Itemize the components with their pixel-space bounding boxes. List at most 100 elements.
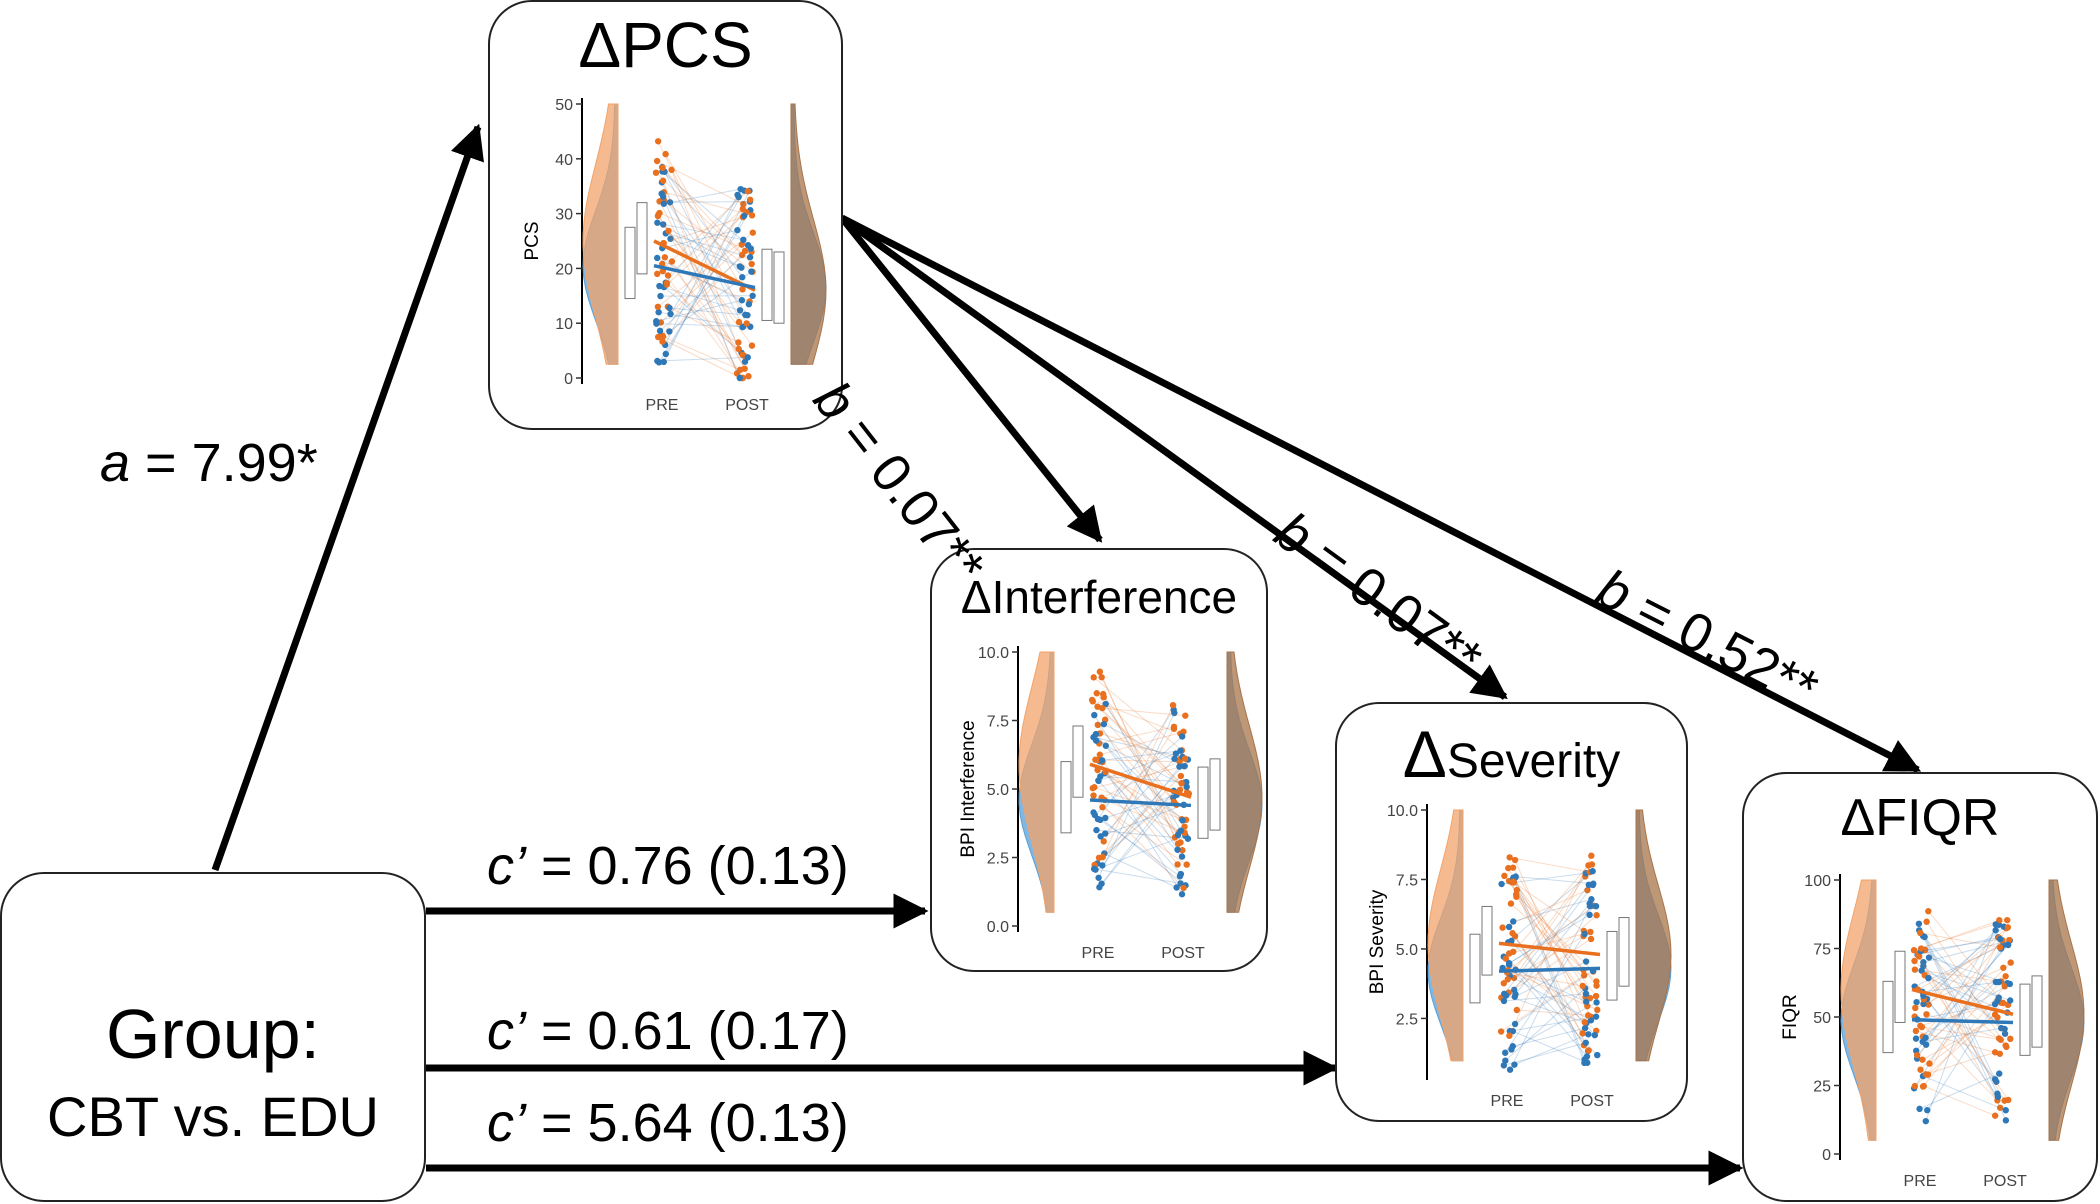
pair-line (1920, 938, 2001, 952)
point-pre (1513, 886, 1521, 894)
point-pre (1512, 873, 1519, 880)
point-pre (1089, 698, 1097, 705)
pair-line (1094, 782, 1185, 866)
pair-line (1099, 797, 1174, 888)
point-pre (1505, 959, 1513, 967)
pair-line (1922, 1027, 2002, 1043)
point-pre (1094, 721, 1101, 729)
pair-line (1923, 926, 2009, 1000)
box-post-edu (1197, 766, 1209, 839)
point-pre (1090, 865, 1098, 873)
point-pre (1090, 674, 1097, 681)
pair-line (1926, 998, 1999, 1098)
pair-line (657, 215, 753, 346)
x-tick-label: POST (1570, 1093, 1614, 1110)
pair-line (1509, 931, 1591, 954)
pair-line (1917, 939, 2010, 990)
point-post (1594, 1051, 1601, 1059)
mean-line-edu (1498, 966, 1601, 973)
point-pre (1913, 1051, 1921, 1059)
point-post (1998, 1024, 2005, 1032)
point-post (2003, 1043, 2010, 1051)
pair-line (661, 166, 743, 278)
pair-line (1097, 724, 1185, 828)
pair-line (663, 286, 742, 354)
point-post (1582, 990, 1590, 998)
pair-line (1103, 728, 1175, 842)
point-post (1592, 1013, 1600, 1020)
pair-line (1509, 975, 1592, 1021)
path-a-label: a = 7.99* (100, 433, 318, 493)
pair-line (662, 167, 753, 265)
point-pre (668, 166, 675, 174)
pair-line (661, 182, 746, 362)
pair-line (1922, 1016, 1998, 1061)
point-post (1181, 755, 1189, 762)
pair-line (656, 323, 751, 328)
pair-line (1099, 731, 1184, 756)
point-pre (662, 350, 669, 358)
group-box: Group: CBT vs. EDU (0, 872, 426, 1202)
point-post (1585, 1031, 1592, 1038)
y-axis-label: BPI Severity (1367, 889, 1388, 994)
pair-line (1507, 870, 1594, 943)
point-pre (1097, 833, 1104, 840)
pair-line (1922, 981, 1999, 993)
pair-line (1096, 829, 1188, 840)
pair-line (1916, 926, 2005, 1003)
point-pre (656, 282, 663, 290)
point-post (1583, 1053, 1591, 1060)
path-c-severity-label: c’ = 0.61 (0.17) (487, 1001, 849, 1061)
pair-line (1508, 964, 1588, 1057)
point-post (1581, 1059, 1588, 1067)
pair-line (1100, 775, 1187, 783)
violin-post-cbt (1226, 651, 1263, 913)
point-post (2006, 980, 2014, 988)
point-post (735, 345, 742, 353)
pair-line (1097, 769, 1187, 821)
pair-line (671, 261, 744, 379)
violin-post-cbt (790, 103, 827, 365)
violin-pre-cbt (582, 103, 619, 365)
point-pre (1917, 945, 1925, 952)
box-post-cbt (1209, 758, 1221, 831)
pair-line (1515, 896, 1586, 998)
pair-line (1914, 969, 2002, 982)
arrow-b-interference (839, 215, 1103, 543)
pair-line (1513, 884, 1594, 991)
point-pre (1093, 690, 1100, 697)
pair-line (1921, 970, 2011, 1001)
pair-line (656, 299, 743, 322)
pair-line (1917, 954, 2001, 1109)
pair-line (1918, 923, 1997, 1083)
pair-line (1918, 956, 2005, 1101)
pair-line (1516, 889, 1584, 971)
point-pre (667, 310, 674, 318)
point-post (1579, 982, 1586, 990)
pair-line (1096, 759, 1189, 864)
pair-line (1515, 894, 1594, 972)
box-pre-cbt (636, 202, 648, 275)
point-pre (654, 219, 661, 226)
pair-line (1511, 940, 1596, 1036)
pair-line (1101, 790, 1175, 884)
pair-line (1502, 905, 1597, 969)
point-pre (659, 164, 666, 171)
point-post (1176, 763, 1183, 770)
pair-line (1916, 962, 2012, 1056)
point-post (2001, 1030, 2009, 1037)
pair-line (1099, 671, 1176, 838)
point-post (1593, 978, 1600, 985)
pair-line (1922, 1075, 2006, 1111)
point-pre (1506, 1066, 1514, 1073)
pair-line (1922, 935, 2007, 1121)
point-post (1174, 861, 1181, 868)
pair-line (659, 212, 752, 253)
point-post (736, 307, 744, 314)
pair-line (1098, 753, 1177, 782)
pair-line (1098, 712, 1175, 879)
point-pre (1911, 1082, 1919, 1090)
pair-line (1103, 696, 1188, 793)
pair-line (1097, 706, 1190, 795)
